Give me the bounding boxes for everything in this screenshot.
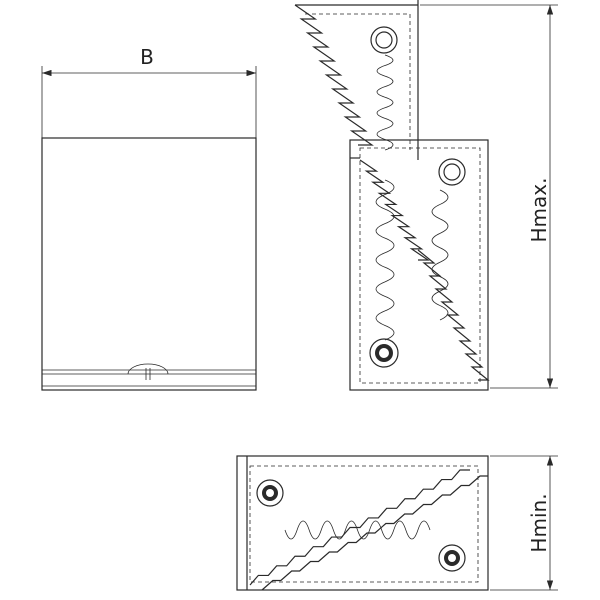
hmax-label: Hmax.: [527, 178, 551, 243]
hmin-label: Hmin.: [527, 493, 551, 552]
side-view-collapsed: Hmin.: [236, 455, 558, 591]
screw-icon: [369, 338, 399, 368]
screw-icon: [438, 544, 466, 572]
screw-icon: [256, 479, 284, 507]
width-label: B: [140, 45, 154, 69]
side-view-expanded: Hmax.: [294, 0, 558, 391]
front-view: B: [41, 45, 257, 391]
screw-icon: [370, 26, 398, 54]
screw-icon: [438, 158, 466, 186]
